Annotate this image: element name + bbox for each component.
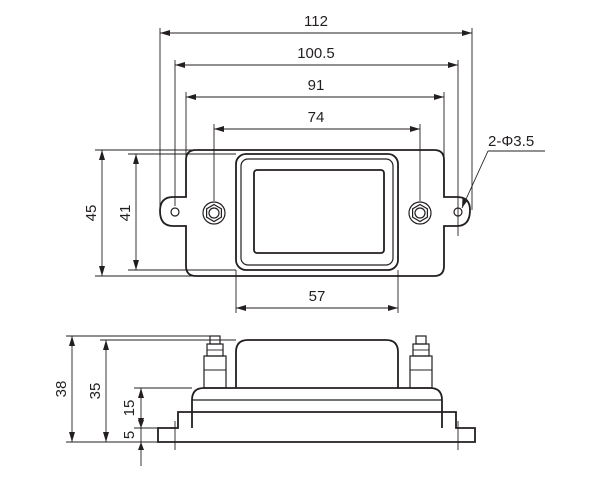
top-view: 112 100.5 91 74 45 41 [83,13,545,313]
terminal-nut-left [202,201,226,225]
display-bezel-inner [240,158,394,266]
lcd-window [253,169,385,254]
side-terminal-left [203,335,227,389]
dim-label-45: 45 [83,205,100,222]
dim-label-100-5: 100.5 [297,45,335,62]
side-flange [157,411,476,443]
dim-label-35: 35 [87,383,104,400]
terminal-nut-right [408,201,432,225]
mounting-flange-outline [159,149,471,277]
dim-label-38: 38 [53,381,70,398]
dim-label-112: 112 [304,13,328,30]
dim-label-41: 41 [117,205,134,222]
dim-label-15: 15 [121,400,138,417]
display-bezel [235,153,399,271]
side-housing [191,387,443,428]
dim-label-74: 74 [308,109,325,126]
mounting-hole-left [170,207,180,217]
hole-note: 2-Φ3.5 [488,133,534,150]
hole-leader-line [461,150,489,209]
side-bezel [235,339,399,388]
side-terminal-right [409,335,433,389]
dim-label-5: 5 [121,431,138,439]
dim-label-91: 91 [308,77,325,94]
dim-label-57: 57 [309,288,326,305]
side-view: 38 35 15 5 [53,335,476,466]
